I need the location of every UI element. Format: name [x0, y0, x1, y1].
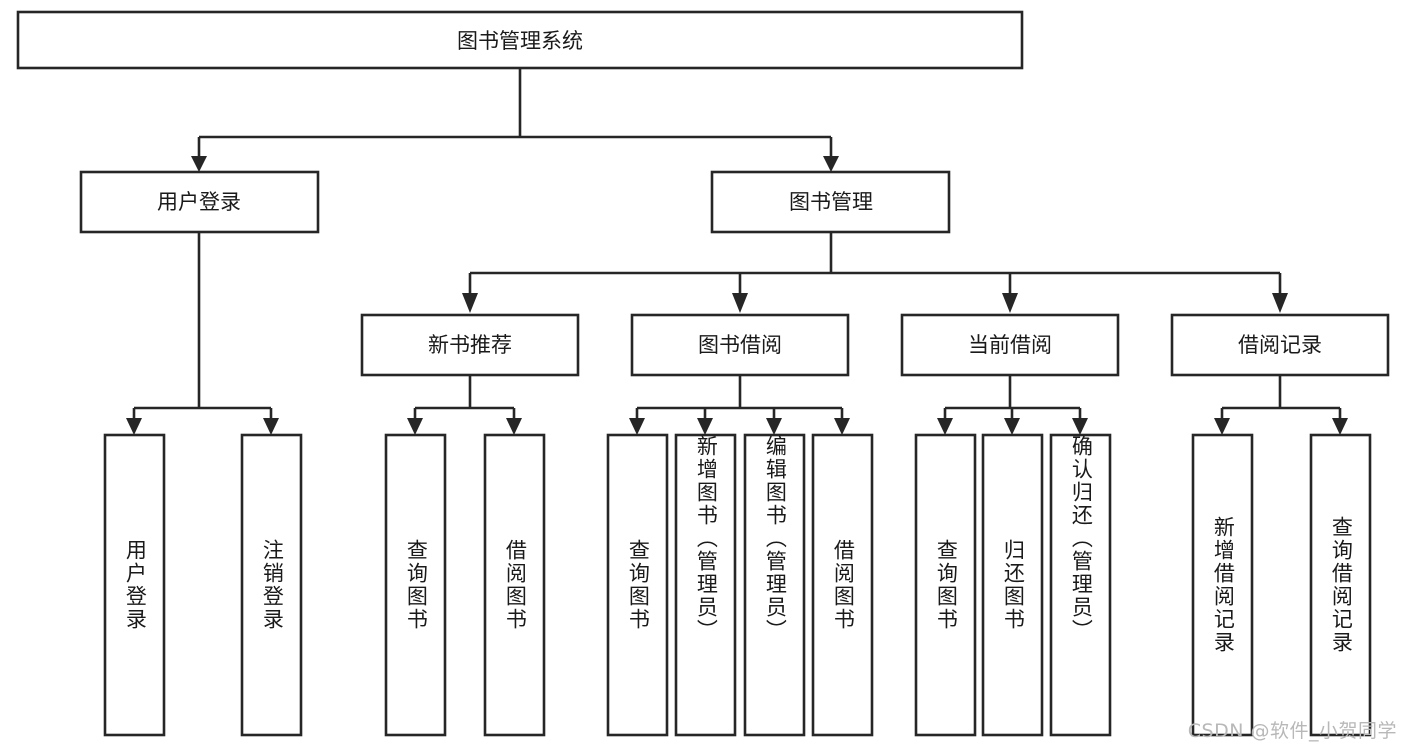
- arrow-current-borrow-leaf1: [937, 418, 953, 435]
- node-current-borrow-box[interactable]: [900, 313, 1120, 377]
- arrow-to-current-borrow: [1002, 293, 1018, 313]
- arrow-borrow-record-leaf1: [1214, 418, 1230, 435]
- leaf-box-confirm-return-admin[interactable]: [1049, 433, 1112, 737]
- arrow-book-borrow-leaf2: [697, 418, 713, 435]
- node-book-manage-label: 图书管理: [789, 190, 873, 214]
- arrow-to-borrow-record: [1272, 293, 1288, 313]
- node-borrow-record-box[interactable]: [1170, 313, 1390, 377]
- leaf-box-query-book-3[interactable]: [914, 433, 977, 737]
- node-root-box[interactable]: [16, 10, 1024, 70]
- node-borrow-record-label: 借阅记录: [1238, 333, 1322, 357]
- arrow-to-book-manage: [823, 156, 839, 172]
- arrow-user-login-leaf2: [263, 418, 279, 435]
- node-book-borrow-label: 图书借阅: [698, 333, 782, 357]
- leaf-box-query-book-2[interactable]: [606, 433, 669, 737]
- leaf-box-borrow-book-2[interactable]: [811, 433, 874, 737]
- leaf-box-return-book[interactable]: [981, 433, 1044, 737]
- node-user-login-box[interactable]: [79, 170, 320, 234]
- arrow-to-new-book: [462, 293, 478, 313]
- node-book-borrow-box[interactable]: [630, 313, 850, 377]
- arrow-new-book-leaf2: [506, 418, 522, 435]
- arrow-book-borrow-leaf4: [834, 418, 850, 435]
- node-user-login-label: 用户登录: [157, 190, 241, 214]
- leaf-box-borrow-book-1[interactable]: [483, 433, 546, 737]
- connector-layer: [126, 68, 1348, 435]
- arrow-user-login-leaf1: [126, 418, 142, 435]
- arrow-current-borrow-leaf3: [1072, 418, 1088, 435]
- node-new-book-recommend-box[interactable]: [360, 313, 580, 377]
- arrow-current-borrow-leaf2: [1004, 418, 1020, 435]
- arrow-to-user-login: [191, 156, 207, 172]
- node-new-book-recommend-label: 新书推荐: [428, 333, 512, 357]
- arrow-book-borrow-leaf3: [766, 418, 782, 435]
- arrow-new-book-leaf1: [407, 418, 423, 435]
- node-root-label: 图书管理系统: [457, 29, 583, 53]
- csdn-watermark: CSDN @软件_小贺同学: [1187, 720, 1397, 742]
- node-layer: 图书管理系统 用户登录 图书管理 新书推荐 图书借阅 当前借阅 借阅记录: [16, 10, 1390, 737]
- arrow-book-borrow-leaf1: [629, 418, 645, 435]
- leaf-box-edit-book-admin[interactable]: [743, 433, 806, 737]
- arrow-borrow-record-leaf2: [1332, 418, 1348, 435]
- leaf-box-add-book-admin[interactable]: [674, 433, 737, 737]
- leaf-box-add-borrow-record[interactable]: [1191, 433, 1254, 737]
- node-book-manage-box[interactable]: [710, 170, 951, 234]
- leaf-box-user-login[interactable]: [103, 433, 166, 737]
- node-current-borrow-label: 当前借阅: [968, 333, 1052, 357]
- leaf-box-query-borrow-record[interactable]: [1309, 433, 1372, 737]
- arrow-to-book-borrow: [732, 293, 748, 313]
- leaf-box-logout[interactable]: [240, 433, 303, 737]
- leaf-box-query-book-1[interactable]: [384, 433, 447, 737]
